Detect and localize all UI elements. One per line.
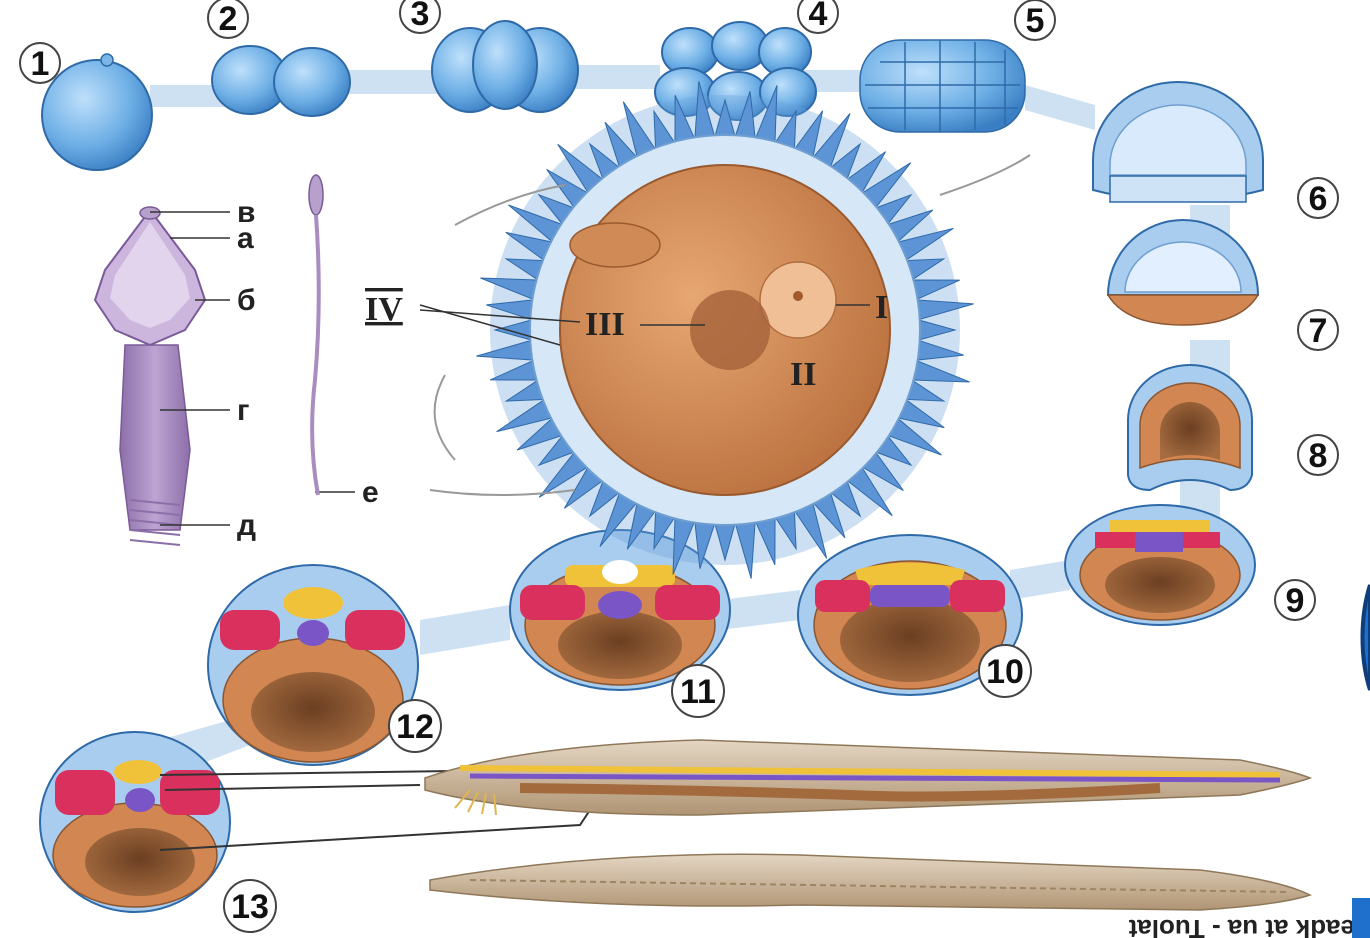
stage-11-number: 11 [680,673,716,711]
stage-8-number: 8 [1309,437,1328,475]
stage-12-neurula [208,565,418,765]
side-badge [1362,585,1370,690]
watermark-text: eadk at ua - Tuolat [1128,914,1355,938]
stage-3-number: 3 [411,0,430,33]
egg-label-iii: III [585,306,625,343]
oocyte [420,81,1030,578]
stage-3-four-cells [432,21,578,112]
stage-9-neurula [1065,505,1255,625]
lancelet-adult [430,854,1310,910]
sperm-label-d: д [237,509,256,542]
sperm-small [309,175,323,495]
sperm-label-b: б [237,284,256,317]
egg-label-ii: II [790,356,816,393]
lancelet-larva [425,740,1310,815]
stage-9-number: 9 [1286,582,1305,620]
sperm-label-g: г [237,394,250,427]
stage-4-number: 4 [809,0,828,33]
stage-2-two-cells [212,46,350,116]
egg-label-i: I [875,289,888,326]
stage-8-gastrula [1128,365,1252,490]
stage-1-number: 1 [31,45,50,83]
stage-7-number: 7 [1309,312,1328,350]
stage-13-cross-section [40,732,230,912]
stage-13-number: 13 [231,888,269,926]
stage-6-number: 6 [1309,180,1328,218]
stage-2-number: 2 [219,0,238,38]
stage-12-number: 12 [396,708,434,746]
stage-5-morula [860,40,1025,132]
stage-7-early-gastrula [1108,220,1258,325]
egg-label-iv: IV [365,291,403,328]
sperm-label-a: а [237,222,254,255]
stage-5-number: 5 [1026,2,1045,40]
stage-6-blastula [1093,82,1263,202]
stage-10-number: 10 [986,653,1024,691]
corner-tab [1352,898,1370,938]
sperm-label-e: е [362,476,379,509]
